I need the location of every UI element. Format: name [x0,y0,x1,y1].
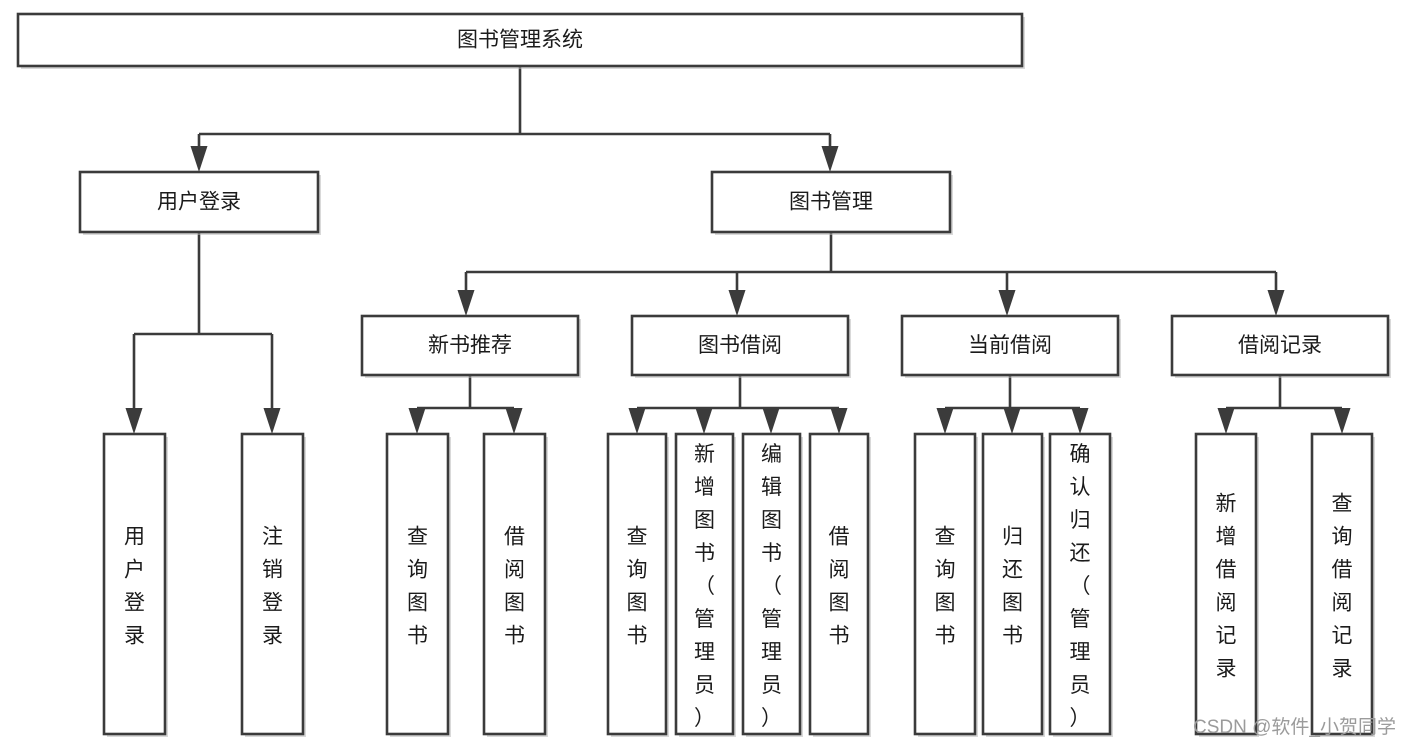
node-box-leaf-record-query[interactable] [1310,432,1374,736]
node-leaf-current-confirm[interactable]: 确认归还（管理员） [1048,432,1113,737]
node-root[interactable]: 图书管理系统 [16,12,1025,69]
node-box-new-book-recommend[interactable] [360,314,580,377]
node-label-leaf-recommend-query: 查询图书 [407,526,428,648]
node-label-leaf-borrow-add: 新增图书（管理员） [694,443,715,730]
connector-current-to-leaves [936,375,1089,434]
node-layer: 图书管理系统用户登录图书管理新书推荐图书借阅当前借阅借阅记录用户登录注销登录查询… [16,12,1391,737]
connector-layer [125,66,1351,434]
node-box-leaf-borrow-book[interactable] [808,432,870,736]
node-box-user-login[interactable] [78,170,320,234]
node-box-leaf-current-query[interactable] [913,432,977,736]
node-leaf-borrow-book[interactable]: 借阅图书 [808,432,871,737]
node-box-leaf-borrow-query[interactable] [606,432,668,736]
node-box-borrow-record[interactable] [1170,314,1390,377]
node-leaf-borrow-add[interactable]: 新增图书（管理员） [674,432,736,737]
node-leaf-record-add[interactable]: 新增借阅记录 [1194,432,1259,737]
node-box-leaf-borrow-add[interactable] [674,432,735,736]
node-label-leaf-current-confirm: 确认归还（管理员） [1070,443,1091,730]
node-box-current-borrow[interactable] [900,314,1120,377]
node-box-root[interactable] [16,12,1024,68]
node-borrow-record[interactable]: 借阅记录 [1170,314,1391,378]
node-leaf-current-query[interactable]: 查询图书 [913,432,978,737]
node-label-root: 图书管理系统 [457,29,583,52]
node-label-leaf-record-query: 查询借阅记录 [1332,493,1353,681]
connector-record-to-leaves [1217,375,1351,434]
node-box-leaf-current-return[interactable] [981,432,1044,736]
node-leaf-user-logout[interactable]: 注销登录 [240,432,306,737]
node-leaf-borrow-query[interactable]: 查询图书 [606,432,669,737]
node-new-book-recommend[interactable]: 新书推荐 [360,314,581,378]
node-label-leaf-user-logout: 注销登录 [262,526,283,648]
node-label-current-borrow: 当前借阅 [968,334,1052,357]
node-box-leaf-record-add[interactable] [1194,432,1258,736]
connector-userlogin-to-leaves [125,232,281,434]
node-leaf-recommend-query[interactable]: 查询图书 [385,432,451,737]
node-book-borrow[interactable]: 图书借阅 [630,314,851,378]
node-label-leaf-current-return: 归还图书 [1002,526,1023,648]
node-label-leaf-borrow-edit: 编辑图书（管理员） [761,443,782,730]
connector-root-to-level1 [190,66,839,172]
node-box-book-borrow[interactable] [630,314,850,377]
connector-bookmanage-to-level2 [457,232,1285,316]
node-book-manage[interactable]: 图书管理 [710,170,953,235]
node-label-borrow-record: 借阅记录 [1238,334,1322,357]
node-box-leaf-recommend-borrow[interactable] [482,432,547,736]
node-box-book-manage[interactable] [710,170,952,234]
connector-borrow-to-leaves [628,375,848,434]
csdn-watermark: CSDN @软件_小贺同学 [1193,716,1396,738]
node-label-new-book-recommend: 新书推荐 [428,334,512,357]
node-box-leaf-borrow-edit[interactable] [741,432,802,736]
node-leaf-record-query[interactable]: 查询借阅记录 [1310,432,1375,737]
node-box-leaf-current-confirm[interactable] [1048,432,1112,736]
node-label-leaf-recommend-borrow: 借阅图书 [504,526,525,648]
node-current-borrow[interactable]: 当前借阅 [900,314,1121,378]
node-label-leaf-borrow-query: 查询图书 [627,526,648,648]
connector-recommend-to-leaves [408,375,523,434]
node-leaf-borrow-edit[interactable]: 编辑图书（管理员） [741,432,803,737]
node-leaf-current-return[interactable]: 归还图书 [981,432,1045,737]
node-box-leaf-recommend-query[interactable] [385,432,450,736]
node-label-leaf-current-query: 查询图书 [935,526,956,648]
node-leaf-user-login[interactable]: 用户登录 [102,432,168,737]
node-label-user-login: 用户登录 [157,191,241,214]
node-leaf-recommend-borrow[interactable]: 借阅图书 [482,432,548,737]
node-label-book-borrow: 图书借阅 [698,334,782,357]
node-user-login[interactable]: 用户登录 [78,170,321,235]
node-label-leaf-borrow-book: 借阅图书 [829,526,850,648]
node-label-leaf-record-add: 新增借阅记录 [1216,493,1237,681]
node-box-leaf-user-login[interactable] [102,432,167,736]
node-label-leaf-user-login: 用户登录 [124,526,145,648]
node-label-book-manage: 图书管理 [789,191,873,214]
node-box-leaf-user-logout[interactable] [240,432,305,736]
